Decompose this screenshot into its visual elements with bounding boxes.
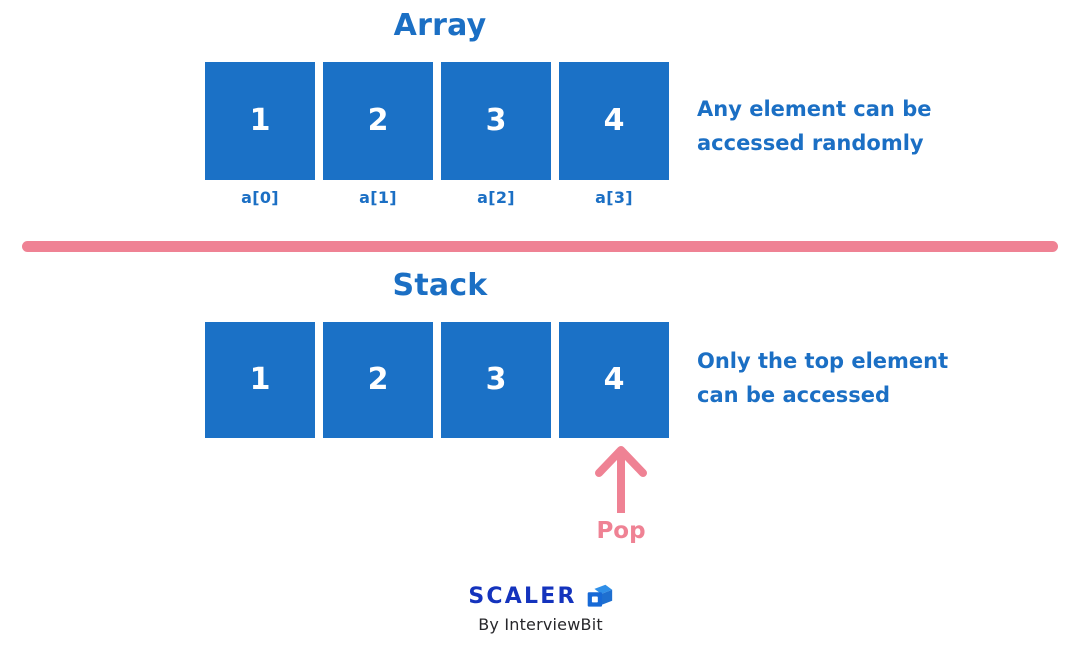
array-cell: 2 <box>323 62 433 180</box>
array-cell: 1 <box>205 62 315 180</box>
array-index-label: a[2] <box>477 188 515 207</box>
pop-label: Pop <box>596 518 646 544</box>
stack-caption: Only the top element can be accessed <box>697 349 949 408</box>
array-cell: 4 <box>559 62 669 180</box>
stack-cell: 1 <box>205 322 315 438</box>
logo-tagline: By InterviewBit <box>478 615 603 634</box>
array-caption: Any element can be accessed randomly <box>697 97 932 156</box>
stack-cell: 3 <box>441 322 551 438</box>
array-section-title: Array <box>393 8 487 43</box>
stack-cell-top: 4 <box>559 322 669 438</box>
up-arrow-icon <box>595 446 647 513</box>
array-index-label: a[3] <box>595 188 633 207</box>
section-divider <box>22 241 1058 252</box>
array-index-label: a[0] <box>241 188 279 207</box>
stack-cell: 2 <box>323 322 433 438</box>
stack-cells: 1 2 3 4 <box>205 322 669 438</box>
cube-icon <box>587 584 612 607</box>
array-index-label: a[1] <box>359 188 397 207</box>
array-index-labels: a[0] a[1] a[2] a[3] <box>205 188 669 207</box>
scaler-logo: SCALER By InterviewBit <box>0 583 1081 634</box>
array-cell: 3 <box>441 62 551 180</box>
logo-top-row: SCALER <box>468 583 612 610</box>
stack-section-title: Stack <box>392 268 488 303</box>
logo-wordmark: SCALER <box>468 584 577 609</box>
array-cells: 1 2 3 4 <box>205 62 669 180</box>
